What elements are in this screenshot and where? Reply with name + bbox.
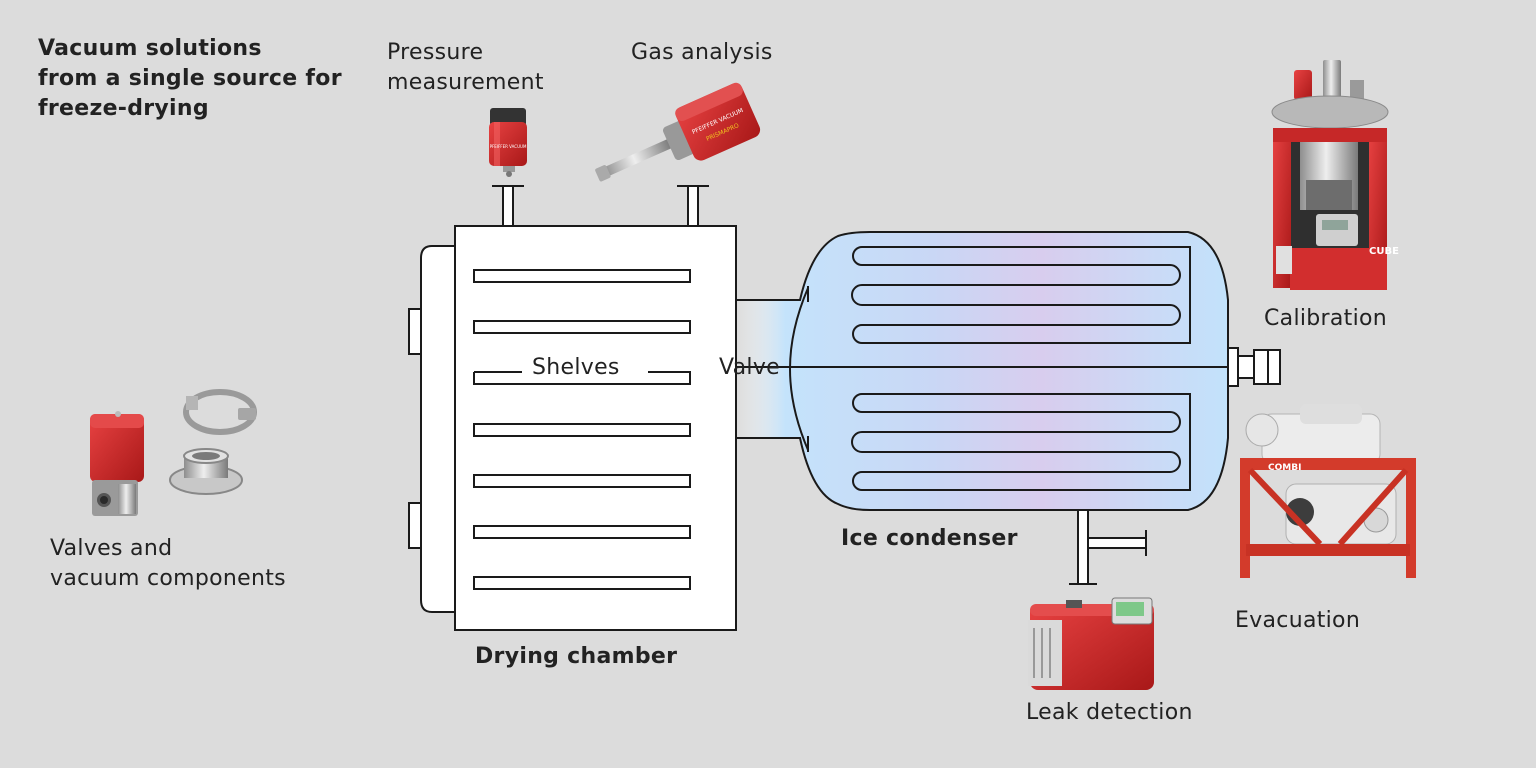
shelf	[473, 320, 691, 334]
valve-label: Valve	[719, 355, 780, 380]
svg-text:COMBI: COMBI	[1268, 463, 1301, 473]
shelves-label: Shelves	[532, 355, 620, 380]
leak-detector-device	[1028, 597, 1154, 690]
shelf	[473, 269, 691, 283]
drying-chamber-label: Drying chamber	[475, 644, 678, 669]
drying-chamber	[408, 185, 737, 631]
gas-analysis-label: Gas analysis	[631, 40, 773, 65]
valve-components-device	[90, 389, 257, 516]
svg-text:CUBE: CUBE	[1369, 246, 1399, 257]
leak-detection-label: Leak detection	[1026, 700, 1193, 725]
valves-components-label: Valves and vacuum components	[50, 536, 286, 591]
shelf	[473, 371, 691, 385]
ice-condenser	[736, 231, 1281, 585]
shelves	[473, 269, 691, 590]
main-title: Vacuum solutions from a single source fo…	[38, 36, 342, 121]
pressure-measurement-label: Pressure measurement	[387, 40, 544, 95]
shelf	[473, 474, 691, 488]
evacuation-device: COMBI	[1240, 404, 1416, 578]
evacuation-label: Evacuation	[1235, 608, 1361, 633]
ice-condenser-label: Ice condenser	[841, 526, 1018, 551]
svg-text:PFEIFFER VACUUM: PFEIFFER VACUUM	[490, 144, 527, 149]
shelf	[473, 576, 691, 590]
calibration-device: CUBE	[1271, 60, 1399, 290]
shelf	[473, 525, 691, 539]
calibration-label: Calibration	[1264, 306, 1388, 331]
gas-analyzer-device: PFEIFFER VACUUM PRISMAPRO	[595, 82, 761, 182]
pressure-gauge-device: PFEIFFER VACUUM	[489, 108, 527, 177]
shelf	[473, 423, 691, 437]
